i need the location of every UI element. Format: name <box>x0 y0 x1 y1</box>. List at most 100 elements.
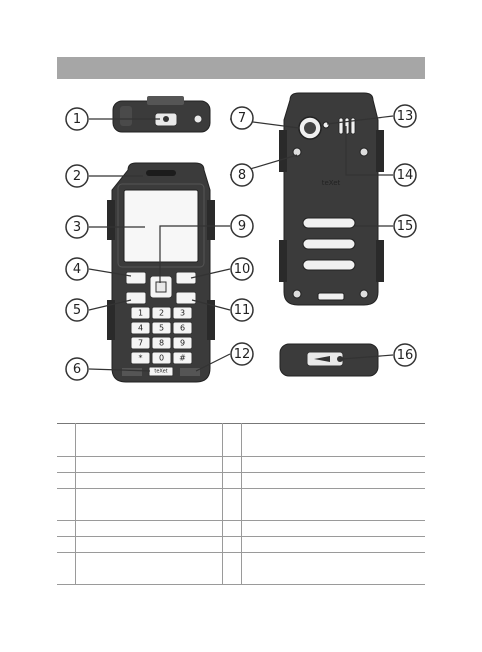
cell-desc-left <box>75 456 223 474</box>
phone-illustration: 1 2 3 4 5 6 7 8 9 * 0 # teXet <box>65 92 417 383</box>
table-row <box>57 472 425 490</box>
front-brand-logo: teXet <box>154 369 167 375</box>
cell-num-left <box>57 551 76 586</box>
key-label-9: 9 <box>180 339 185 348</box>
callout-16: 16 <box>393 343 417 367</box>
svg-text:15: 15 <box>397 219 414 234</box>
svg-text:11: 11 <box>234 303 251 318</box>
key-label-0: 0 <box>159 354 164 363</box>
callout-13: 13 <box>393 104 417 128</box>
cell-num-right <box>222 520 242 537</box>
callout-1: 1 <box>65 107 89 131</box>
callout-15: 15 <box>393 214 417 238</box>
cell-desc-left <box>75 520 223 537</box>
cell-num-left <box>57 456 76 474</box>
key-0[interactable] <box>151 351 172 365</box>
callout-5: 5 <box>65 298 89 322</box>
cell-num-right <box>222 422 242 458</box>
callout-3: 3 <box>65 215 89 239</box>
table-row <box>57 422 425 458</box>
callout-12: 12 <box>230 342 254 366</box>
cell-desc-left <box>75 551 223 586</box>
cell-num-left <box>57 520 76 537</box>
key-label-5: 5 <box>159 324 164 333</box>
key-2[interactable] <box>151 306 172 320</box>
callout-2: 2 <box>65 164 89 188</box>
svg-text:6: 6 <box>73 362 81 377</box>
phone-bottom-view <box>279 343 379 377</box>
key-label-hash: # <box>179 354 186 363</box>
cell-num-right <box>222 456 242 474</box>
key-label-3: 3 <box>180 309 185 318</box>
key-label-1: 1 <box>138 309 143 318</box>
cell-num-right <box>222 535 242 553</box>
table-row <box>57 520 425 537</box>
callout-11: 11 <box>230 298 254 322</box>
svg-text:14: 14 <box>397 168 414 183</box>
phone-front-view: 1 2 3 4 5 6 7 8 9 * 0 # teXet <box>107 162 215 383</box>
cell-desc-right <box>241 520 425 537</box>
cell-desc-right <box>241 422 425 458</box>
svg-text:2: 2 <box>73 169 81 184</box>
cell-desc-right <box>241 456 425 474</box>
callout-4: 4 <box>65 257 89 281</box>
cell-desc-right <box>241 472 425 490</box>
phone-back-view: teXet <box>279 92 384 306</box>
callout-14: 14 <box>393 163 417 187</box>
svg-text:4: 4 <box>73 262 81 277</box>
table-row <box>57 456 425 474</box>
callout-10: 10 <box>230 257 254 281</box>
svg-text:9: 9 <box>238 219 246 234</box>
cell-desc-right <box>241 488 425 521</box>
key-label-8: 8 <box>159 339 164 348</box>
cell-desc-left <box>75 488 223 521</box>
key-7[interactable] <box>130 336 151 350</box>
table-row <box>57 488 425 521</box>
key-3[interactable] <box>172 306 193 320</box>
svg-text:16: 16 <box>397 348 414 363</box>
cell-num-left <box>57 472 76 490</box>
key-6[interactable] <box>172 321 193 335</box>
cell-desc-left <box>75 422 223 458</box>
cell-num-left <box>57 488 76 521</box>
cell-num-left <box>57 422 76 458</box>
svg-text:3: 3 <box>73 220 81 235</box>
cell-num-left <box>57 535 76 553</box>
back-brand-logo: teXet <box>322 179 341 187</box>
svg-text:5: 5 <box>73 303 81 318</box>
cell-desc-right <box>241 551 425 586</box>
key-label-star: * <box>139 354 143 363</box>
parts-legend-table <box>57 422 425 586</box>
key-1[interactable] <box>130 306 151 320</box>
table-row <box>57 551 425 586</box>
phone-top-view <box>112 96 211 133</box>
key-hash[interactable] <box>172 351 193 365</box>
key-label-6: 6 <box>180 324 185 333</box>
key-label-7: 7 <box>138 339 143 348</box>
cell-num-right <box>222 551 242 586</box>
callout-9: 9 <box>230 214 254 238</box>
key-8[interactable] <box>151 336 172 350</box>
cell-desc-left <box>75 535 223 553</box>
callout-markers: 1 2 3 4 5 6 7 8 9 10 11 12 13 14 15 16 <box>65 104 417 381</box>
callout-7: 7 <box>230 106 254 130</box>
key-star[interactable] <box>130 351 151 365</box>
keypad: 1 2 3 4 5 6 7 8 9 * 0 # <box>130 306 193 365</box>
svg-text:12: 12 <box>234 347 251 362</box>
key-9[interactable] <box>172 336 193 350</box>
svg-text:7: 7 <box>238 111 246 126</box>
key-label-2: 2 <box>159 309 164 318</box>
table-row <box>57 535 425 553</box>
cell-desc-left <box>75 472 223 490</box>
callout-6: 6 <box>65 357 89 381</box>
section-header-bar <box>57 57 425 79</box>
svg-text:10: 10 <box>234 262 251 277</box>
key-4[interactable] <box>130 321 151 335</box>
key-label-4: 4 <box>138 324 143 333</box>
svg-text:13: 13 <box>397 109 414 124</box>
cell-num-right <box>222 488 242 521</box>
callout-8: 8 <box>230 163 254 187</box>
callout-leaders <box>88 115 394 372</box>
key-5[interactable] <box>151 321 172 335</box>
cell-num-right <box>222 472 242 490</box>
